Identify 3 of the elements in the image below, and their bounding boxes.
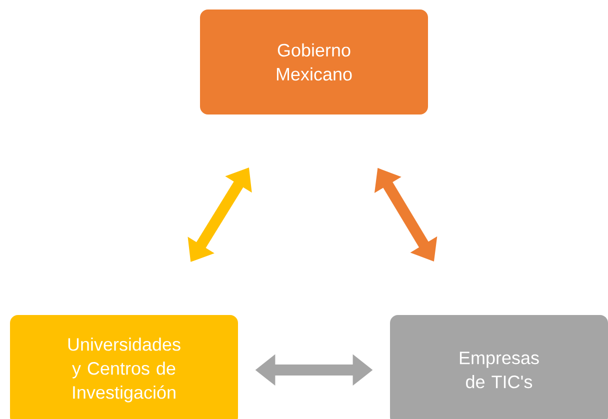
process-box: Gobierno Mexicano — [200, 10, 428, 114]
process-box: Universidades y Centros de Investigación — [10, 314, 238, 419]
process-box: Empresas de TIC's — [390, 314, 608, 419]
